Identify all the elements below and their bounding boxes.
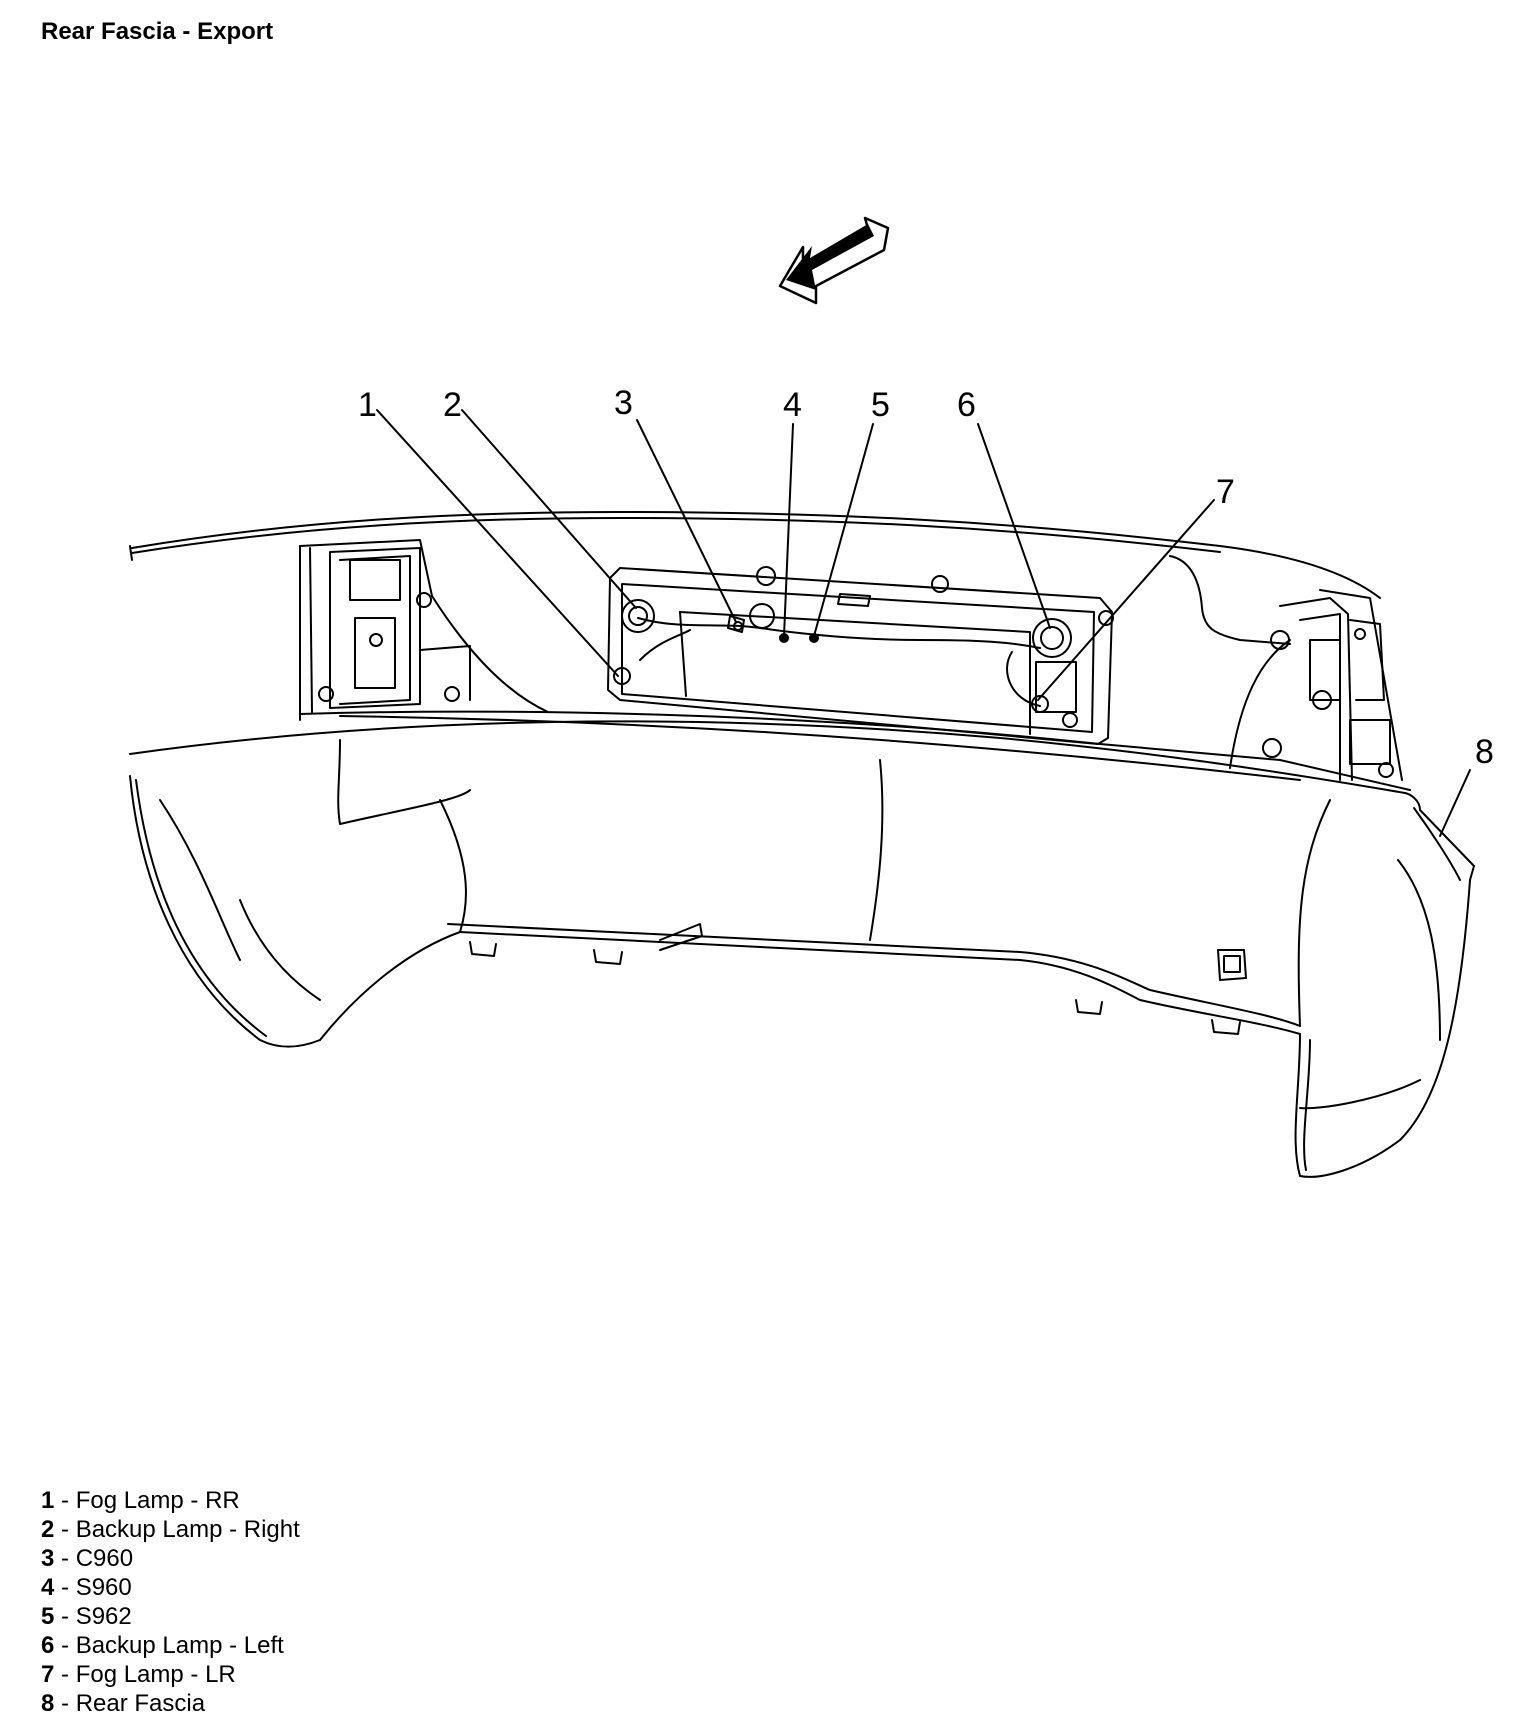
page-title: Rear Fascia - Export xyxy=(41,18,274,45)
legend-item: 7 - Fog Lamp - LR xyxy=(41,1661,236,1688)
legend-item: 4 - S960 xyxy=(41,1574,132,1601)
callout-6: 6 xyxy=(957,386,976,424)
callout-7: 7 xyxy=(1216,473,1235,511)
legend-item: 2 - Backup Lamp - Right xyxy=(41,1516,300,1543)
legend-item: 3 - C960 xyxy=(41,1545,134,1572)
legend-item: 8 - Rear Fascia xyxy=(41,1690,206,1717)
callout-1: 1 xyxy=(358,386,377,424)
callout-legend: 1 - Fog Lamp - RR 2 - Backup Lamp - Righ… xyxy=(41,1486,300,1718)
callout-5: 5 xyxy=(871,386,890,424)
callout-3: 3 xyxy=(614,384,633,422)
legend-item: 6 - Backup Lamp - Left xyxy=(41,1632,284,1659)
callout-4: 4 xyxy=(783,386,802,424)
rear-fascia-diagram: 1 2 3 4 5 6 7 8 xyxy=(129,216,1494,1178)
callout-2: 2 xyxy=(443,386,462,424)
callout-numbers: 1 2 3 4 5 6 7 8 xyxy=(358,384,1494,771)
callout-8: 8 xyxy=(1475,733,1494,771)
front-arrow-icon xyxy=(778,216,890,305)
legend-item: 1 - Fog Lamp - RR xyxy=(41,1487,240,1514)
legend-item: 5 - S962 xyxy=(41,1603,132,1630)
